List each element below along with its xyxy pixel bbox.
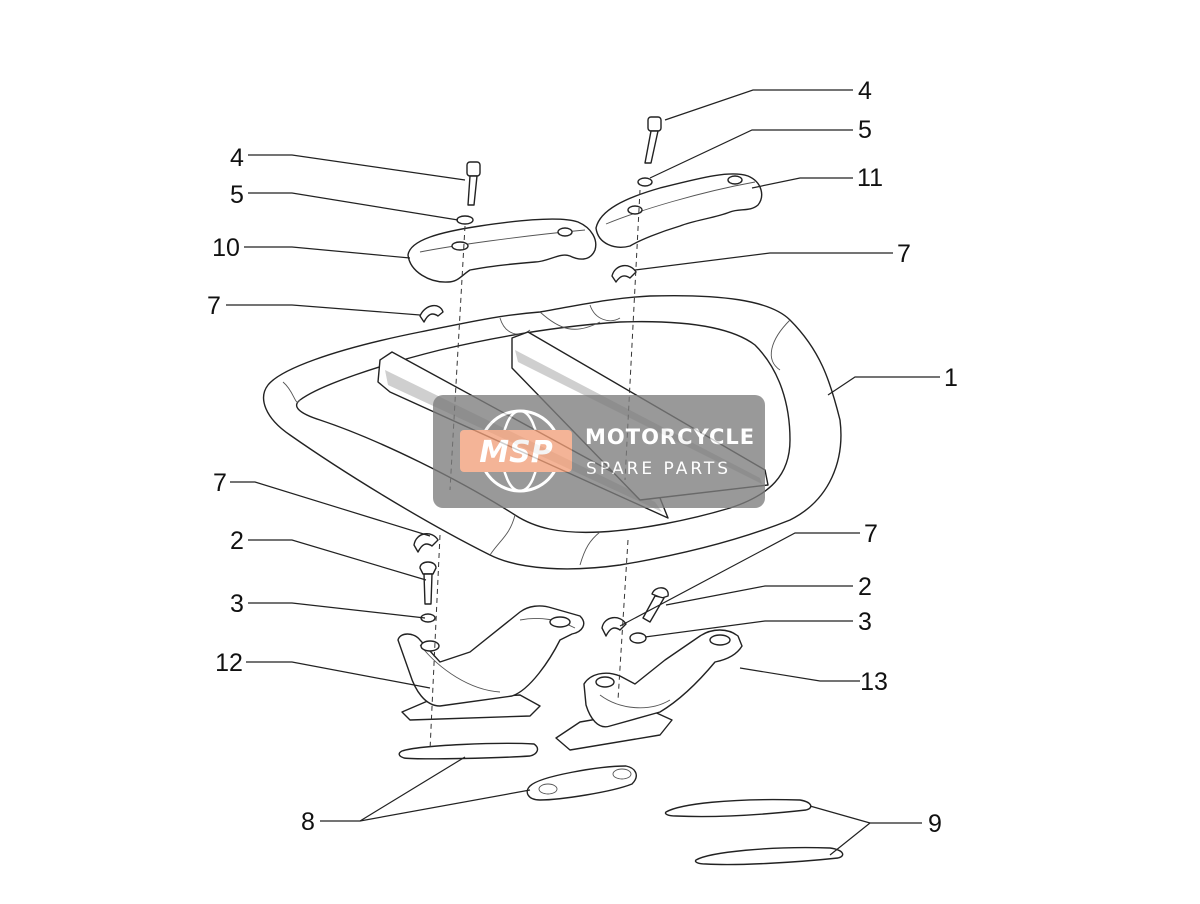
callout-12: 12 (215, 649, 243, 677)
callout-5-right: 5 (858, 116, 872, 144)
callout-2-left: 2 (230, 527, 244, 555)
gasket-left (398, 742, 539, 760)
callout-7-lower-left: 7 (213, 469, 227, 497)
gasket-hole-a (538, 783, 558, 795)
callout-7-upper-right: 7 (897, 240, 911, 268)
screw-top-left (466, 161, 481, 206)
pad-strip-upper (664, 798, 812, 818)
msp-logo-box (460, 430, 572, 472)
gasket-hole-b (612, 768, 632, 780)
callout-2-right: 2 (858, 573, 872, 601)
watermark: MSP MOTORCYCLE SPARE PARTS (433, 395, 765, 508)
washer-lower-right (629, 632, 647, 644)
pad-lower-right (601, 617, 627, 637)
screw-top-right (644, 116, 662, 164)
callout-3-right: 3 (858, 608, 872, 636)
watermark-logo-text: MSP (479, 435, 552, 470)
callout-1: 1 (944, 364, 958, 392)
callout-13: 13 (860, 668, 888, 696)
screw-lower-right (642, 587, 669, 623)
callout-7-upper-left: 7 (207, 292, 221, 320)
top-bracket-right (595, 173, 763, 248)
callout-4-right: 4 (858, 77, 872, 105)
washer-top-left (456, 215, 474, 225)
leader-lines (226, 89, 940, 856)
watermark-line1: MOTORCYCLE (585, 425, 755, 449)
screw-lower-left (419, 561, 437, 605)
pad-top-left (419, 305, 444, 323)
callouts: 4 5 10 7 4 5 11 7 1 7 2 3 12 7 2 3 13 8 … (207, 77, 958, 838)
base-bracket-left (397, 605, 585, 721)
callout-7-lower-right: 7 (864, 520, 878, 548)
watermark-line2: SPARE PARTS (586, 459, 731, 479)
callout-4-left: 4 (230, 144, 244, 172)
callout-3-left: 3 (230, 590, 244, 618)
callout-9: 9 (928, 810, 942, 838)
callout-5-left: 5 (230, 181, 244, 209)
watermark-background (433, 395, 765, 508)
pad-lower-left (413, 533, 439, 553)
callout-10: 10 (212, 234, 240, 262)
washer-top-right (637, 177, 653, 187)
callout-8: 8 (301, 808, 315, 836)
pad-top-right (611, 265, 637, 283)
assembly-line-right-top (624, 189, 641, 481)
base-bracket-right (555, 629, 743, 751)
gasket-right (526, 765, 637, 801)
top-bracket-left (407, 218, 597, 283)
callout-11: 11 (857, 164, 883, 192)
pad-strip-lower (694, 846, 844, 866)
